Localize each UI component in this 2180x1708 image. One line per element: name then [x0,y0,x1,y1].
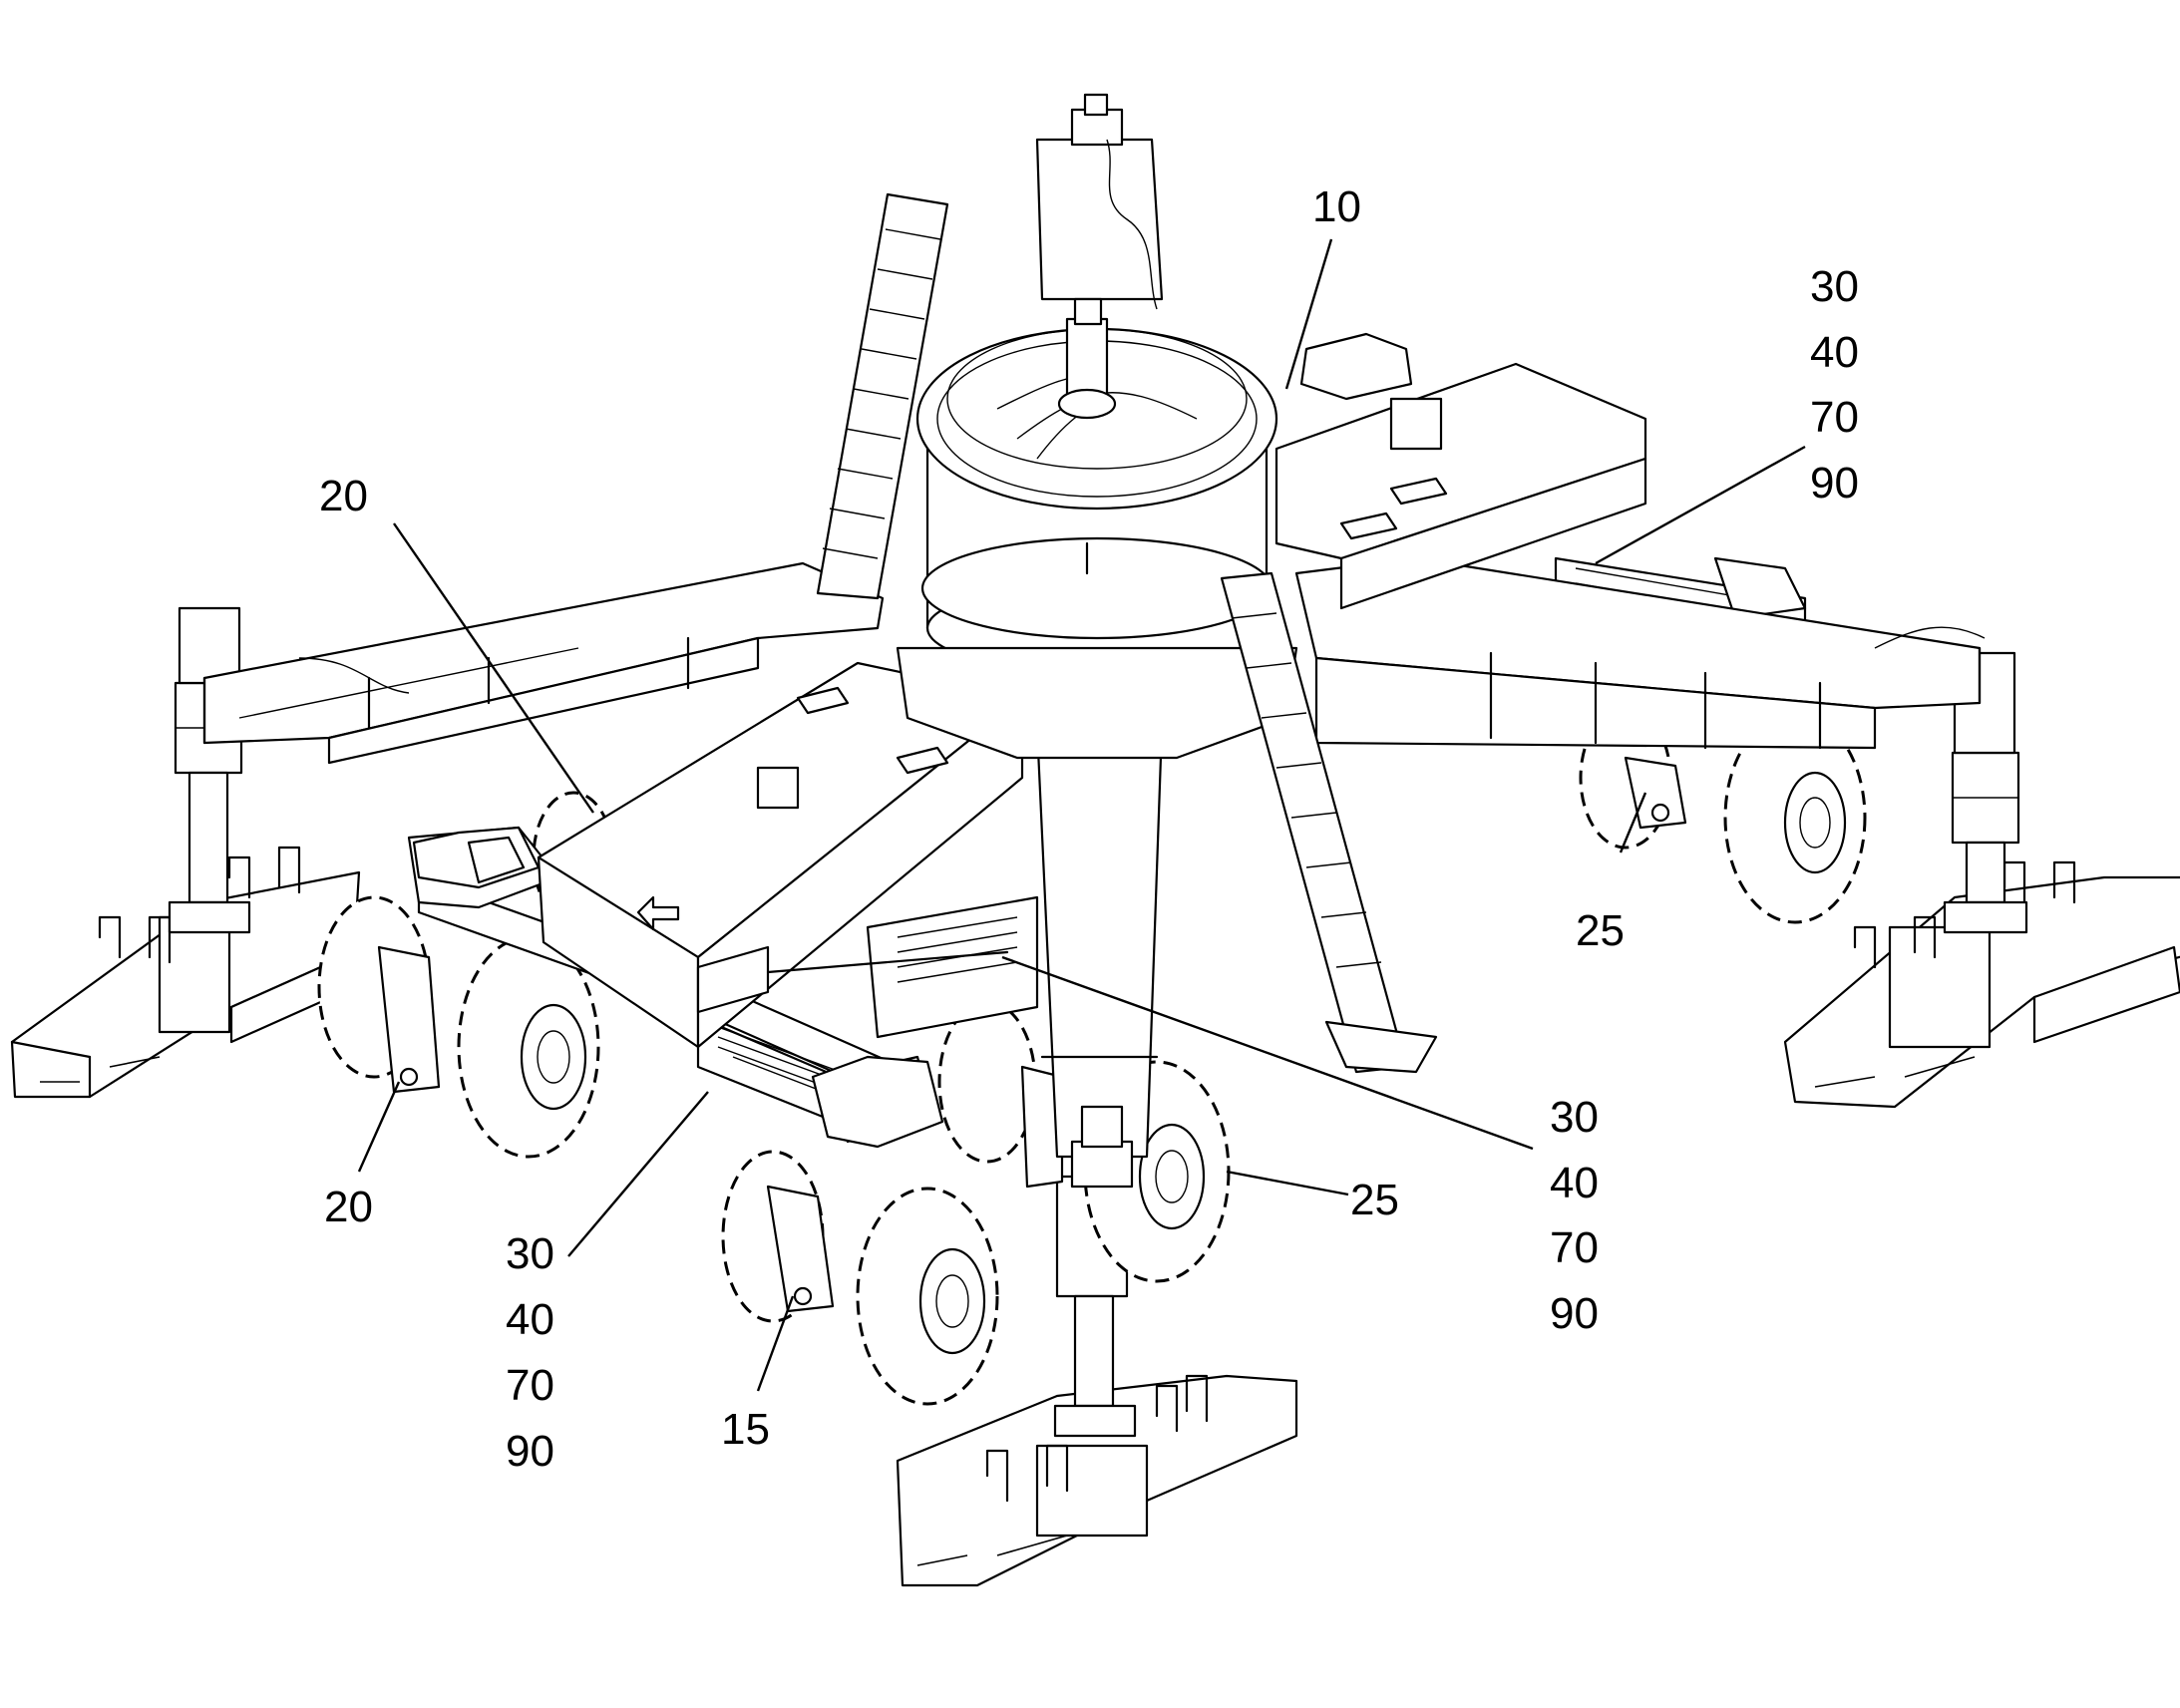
arm-top [1035,93,1164,310]
foot-pad-right [1783,860,2180,1109]
label-group-left-30: 30 [506,1229,554,1278]
label-15: 15 [721,1405,770,1454]
central-hub [896,297,1298,760]
right-box [1274,332,1647,610]
ladder-left [816,192,949,600]
label-group-right-90: 90 [1810,459,1859,508]
label-20-top: 20 [319,472,368,520]
label-10: 10 [1312,182,1361,231]
wheel-group-left [317,791,615,1159]
front-box [537,661,1024,1049]
ladder-right [1220,571,1438,1074]
wheel-group-bottom [721,1150,999,1406]
leader-lines [357,238,1806,1392]
arm-bottom [1035,726,1164,1189]
label-group-right-40: 40 [1810,328,1859,377]
label-group-left-90: 90 [506,1427,554,1476]
label-group-mid-30: 30 [1550,1093,1599,1142]
label-group-left-70: 70 [506,1361,554,1410]
label-group-right-30: 30 [1810,262,1859,311]
label-group-right-70: 70 [1810,393,1859,442]
label-25-right: 25 [1576,906,1625,955]
arm-left [202,561,885,765]
label-group-mid-70: 70 [1550,1223,1599,1272]
label-group-mid-90: 90 [1550,1289,1599,1338]
cab-unit-bottom [811,1055,944,1149]
column-left [168,606,251,934]
label-20-bottom: 20 [324,1183,373,1231]
label-25-bottom: 25 [1350,1176,1399,1224]
label-group-left-40: 40 [506,1295,554,1344]
foot-pad-bottom [896,1374,1298,1587]
reference-numerals: 10 20 20 25 25 15 30 40 70 90 30 40 70 9… [319,182,1859,1476]
foot-pad-left [10,846,361,1099]
cab-unit-left [412,826,541,889]
label-group-mid-40: 40 [1550,1159,1599,1207]
arm-right [1294,556,1986,750]
